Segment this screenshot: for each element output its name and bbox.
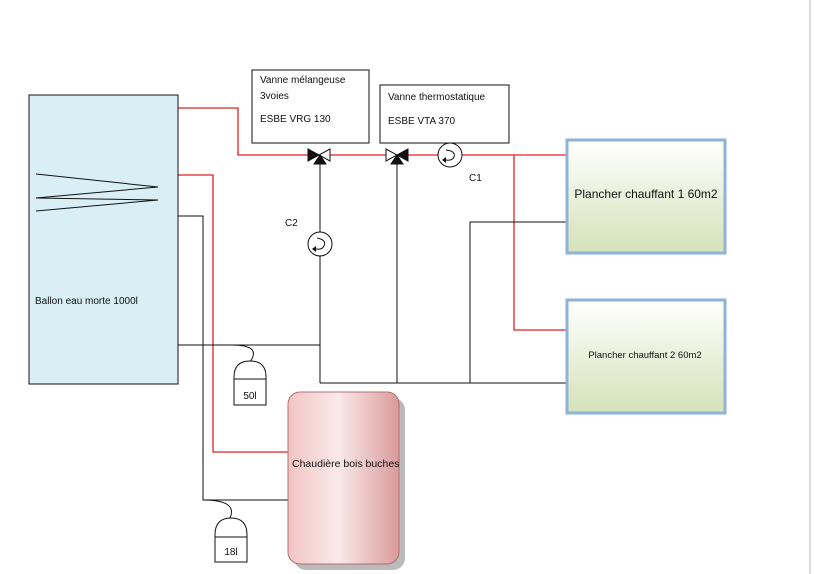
hot-pipe-boiler-to-tank: [178, 174, 288, 453]
pump-c2-symbol: [307, 231, 333, 257]
thermostatic-valve-title: Vanne thermostatique: [388, 92, 486, 103]
expansion-vessel-50l: 50l: [233, 360, 267, 406]
return-pipe-floor-1: [469, 221, 567, 383]
hot-pipe-tank-to-mixer: [178, 107, 308, 156]
floor-heating-2-label: Plancher chauffant 2 60m2: [588, 350, 701, 361]
thermostatic-valve-model: ESBE VTA 370: [388, 116, 456, 127]
thermostatic-valve-symbol: [385, 148, 409, 165]
floor-heating-zone-1: Plancher chauffant 1 60m2: [565, 138, 727, 255]
pump-c1-symbol: [437, 142, 463, 168]
hot-pipe-to-floor-2: [513, 155, 567, 331]
floor-heating-zone-2: Plancher chauffant 2 60m2: [565, 298, 727, 415]
boiler-return-pipe: [178, 215, 288, 501]
boiler-label: Chaudière bois buches: [292, 458, 399, 470]
pump-c2-label: C2: [285, 218, 298, 229]
buffer-tank: [28, 94, 179, 385]
hot-pipes: [178, 107, 567, 453]
expansion-vessel-18l-label: 18l: [224, 547, 237, 558]
mixing-valve-label-box: Vanne mélangeuse 3voies ESBE VRG 130: [251, 69, 370, 144]
mixing-valve-model: ESBE VRG 130: [260, 114, 331, 125]
wood-log-boiler: Chaudière bois buches: [287, 391, 405, 570]
tank-heat-exchanger-coil: [35, 173, 159, 212]
tank-label: Ballon eau morte 1000l: [35, 296, 138, 307]
mixing-valve-subtitle: 3voies: [260, 91, 289, 102]
expansion-link-18l: [202, 499, 232, 519]
pump-c1-label: C1: [469, 173, 482, 184]
expansion-link-50l: [231, 344, 254, 363]
thermostatic-valve-label-box: Vanne thermostatique ESBE VTA 370: [379, 84, 510, 144]
mixing-valve-symbol: [307, 148, 331, 165]
mixing-valve-title: Vanne mélangeuse: [260, 75, 346, 86]
expansion-vessel-50l-label: 50l: [243, 391, 256, 402]
expansion-vessel-18l: 18l: [214, 517, 248, 563]
return-pipes: [178, 163, 567, 519]
floor-heating-1-label: Plancher chauffant 1 60m2: [574, 187, 718, 201]
